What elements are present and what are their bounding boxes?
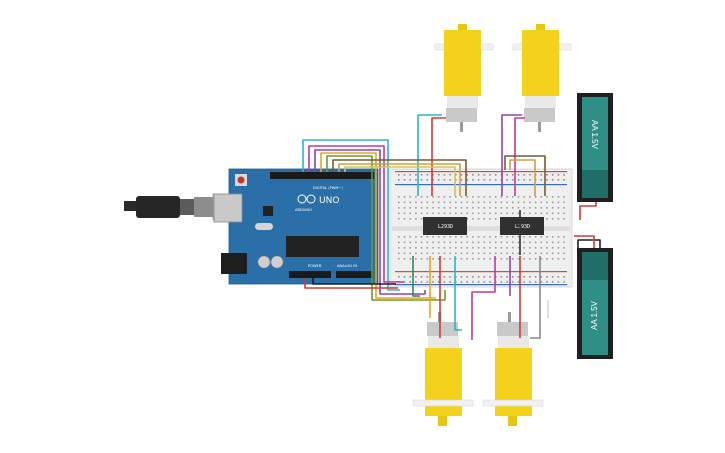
driver-1-label: L293D [438,224,453,230]
arduino-board: UNO ARDUINO DIGITAL (PWM~) POWER ANALOG … [213,168,379,285]
motor-bottom-left [412,312,474,426]
wires [302,114,601,340]
driver-2-label: L293D [515,224,530,230]
arduino-model-label: UNO [319,196,339,206]
motor-driver-1: L293D [423,217,467,235]
motor-driver-2: L293D [500,217,544,235]
arduino-digital-label: DIGITAL (PWM~) [313,186,343,190]
arduino-brand-label: ARDUINO [295,208,312,212]
battery-bottom: AA 1.5V [577,248,613,359]
motor-bottom-right [482,312,544,426]
motor-top-right [512,24,572,132]
arduino-analog-label: ANALOG IN [337,264,357,268]
battery-bottom-label: AA 1.5V [590,300,599,330]
motor-top-left [434,24,494,132]
arduino-power-label: POWER [308,264,322,268]
breadboard [389,168,573,288]
battery-top-label: AA 1.5V [590,120,599,150]
battery-top: AA 1.5V [577,93,613,202]
